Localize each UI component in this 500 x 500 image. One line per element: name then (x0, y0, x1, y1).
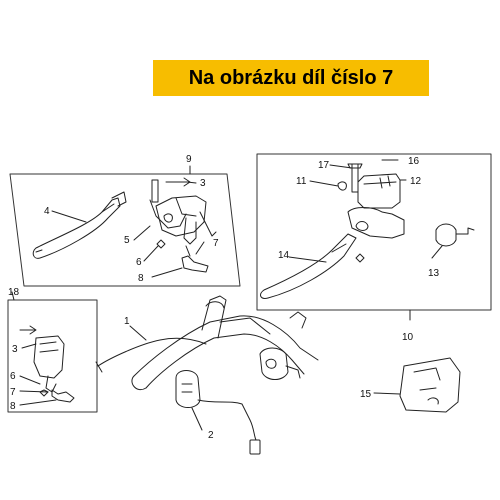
lever-right-drawing (260, 233, 365, 299)
callout-18: 18 (8, 287, 20, 298)
callout-9-3: 3 (200, 178, 206, 189)
master-cylinder-drawing (337, 163, 475, 247)
callout-9-7: 7 (213, 238, 219, 249)
banner-text: Na obrázku díl číslo 7 (188, 66, 394, 89)
callout-9-4: 4 (44, 206, 50, 217)
callout-1: 1 (124, 316, 130, 327)
callout-10-14: 14 (278, 250, 290, 261)
switch-bracket-drawing (149, 177, 217, 273)
callout-10-13: 13 (428, 268, 440, 279)
callout-9-5: 5 (124, 235, 130, 246)
assembly-9-panel (9, 165, 241, 287)
callout-10-12: 12 (410, 176, 422, 187)
callout-2: 2 (208, 430, 214, 441)
small-switch-drawing (19, 325, 75, 403)
part-15-drawing (399, 357, 461, 413)
callout-labels: 9 3 4 5 6 7 8 10 11 12 13 14 16 17 18 3 … (8, 154, 440, 441)
callout-10-17: 17 (318, 160, 330, 171)
callout-10-11: 11 (296, 176, 307, 187)
callout-18-7: 7 (10, 387, 16, 398)
cable-1-drawing (95, 337, 207, 373)
lever-left-drawing (32, 191, 127, 259)
callout-18-8: 8 (10, 401, 16, 412)
assembly-10-panel (256, 153, 492, 321)
assembly-18-panel (7, 291, 98, 413)
callout-10-16: 16 (408, 156, 420, 167)
handlebar-switch-2-drawing (175, 370, 261, 455)
callout-9-8: 8 (138, 273, 144, 284)
callout-9: 9 (186, 154, 192, 165)
callout-18-6: 6 (10, 371, 16, 382)
callout-9-6: 6 (136, 257, 142, 268)
callout-15: 15 (360, 389, 372, 400)
callout-18-3: 3 (12, 344, 18, 355)
part-number-banner: Na obrázku díl číslo 7 (153, 60, 429, 96)
handlebar-drawing (131, 295, 319, 390)
callout-10: 10 (402, 332, 414, 343)
